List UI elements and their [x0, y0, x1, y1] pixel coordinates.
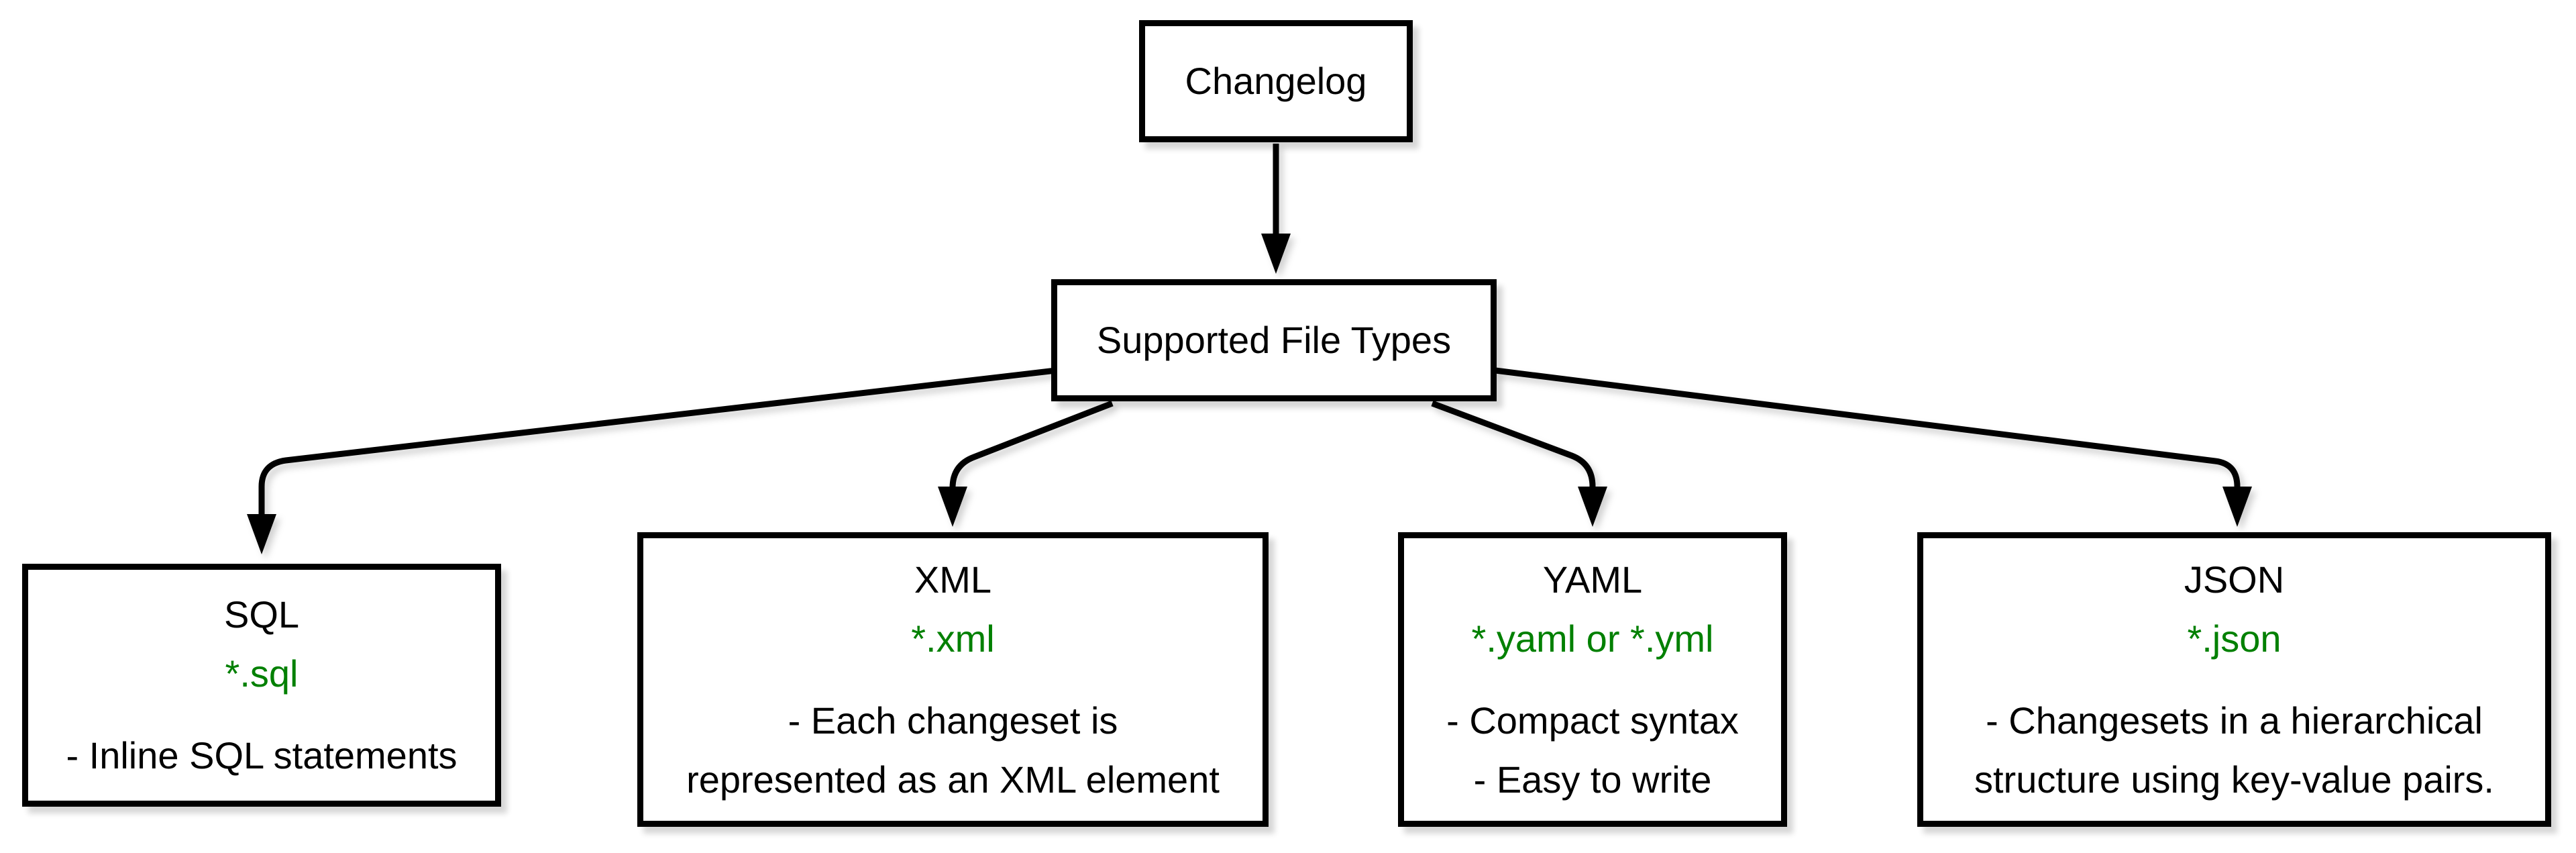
arrow-supported-to-yaml	[1431, 400, 1607, 527]
arrow-supported-to-sql	[247, 367, 1057, 554]
sql-description: - Inline SQL statements	[66, 726, 457, 785]
sql-title: SQL	[223, 593, 300, 636]
yaml-description: - Compact syntax - Easy to write	[1446, 691, 1739, 809]
xml-title: XML	[914, 558, 992, 601]
xml-description-line: - Each changeset is	[788, 699, 1118, 742]
node-changelog-label: Changelog	[1185, 60, 1367, 102]
arrowhead-down-icon	[247, 514, 276, 554]
node-supported-file-types: Supported File Types	[1051, 279, 1497, 401]
json-description-line: - Changesets in a hierarchical	[1986, 699, 2483, 742]
node-sql: SQL *.sql - Inline SQL statements	[22, 564, 501, 807]
node-changelog: Changelog	[1139, 20, 1413, 142]
node-xml: XML *.xml - Each changeset is represente…	[637, 532, 1269, 827]
node-supported-file-types-label: Supported File Types	[1096, 319, 1452, 361]
arrow-changelog-to-supported	[1261, 144, 1291, 274]
connector-line	[1495, 367, 2241, 489]
sql-file-pattern: *.sql	[225, 652, 299, 695]
arrowhead-down-icon	[1261, 234, 1291, 274]
connector-line	[258, 367, 1057, 517]
sql-description-line: - Inline SQL statements	[66, 734, 458, 776]
arrowhead-down-icon	[2222, 487, 2252, 527]
arrow-supported-to-json	[1495, 367, 2252, 527]
yaml-description-line: - Easy to write	[1473, 758, 1712, 801]
node-json: JSON *.json - Changesets in a hierarchic…	[1917, 532, 2551, 827]
yaml-file-pattern: *.yaml or *.yml	[1471, 617, 1714, 660]
xml-description-line: represented as an XML element	[686, 758, 1220, 801]
connector-line	[1431, 400, 1596, 489]
arrow-supported-to-xml	[938, 400, 1114, 527]
json-title: JSON	[2184, 558, 2285, 601]
json-file-pattern: *.json	[2187, 617, 2282, 660]
json-description-line: structure using key-value pairs.	[1974, 758, 2494, 801]
arrowhead-down-icon	[1578, 487, 1607, 527]
connector-line	[949, 400, 1114, 489]
yaml-description-line: - Compact syntax	[1446, 699, 1739, 742]
yaml-title: YAML	[1542, 558, 1643, 601]
node-yaml: YAML *.yaml or *.yml - Compact syntax - …	[1398, 532, 1787, 827]
arrowhead-down-icon	[938, 487, 967, 527]
json-description: - Changesets in a hierarchical structure…	[1974, 691, 2494, 809]
xml-file-pattern: *.xml	[911, 617, 995, 660]
xml-description: - Each changeset is represented as an XM…	[686, 691, 1220, 809]
